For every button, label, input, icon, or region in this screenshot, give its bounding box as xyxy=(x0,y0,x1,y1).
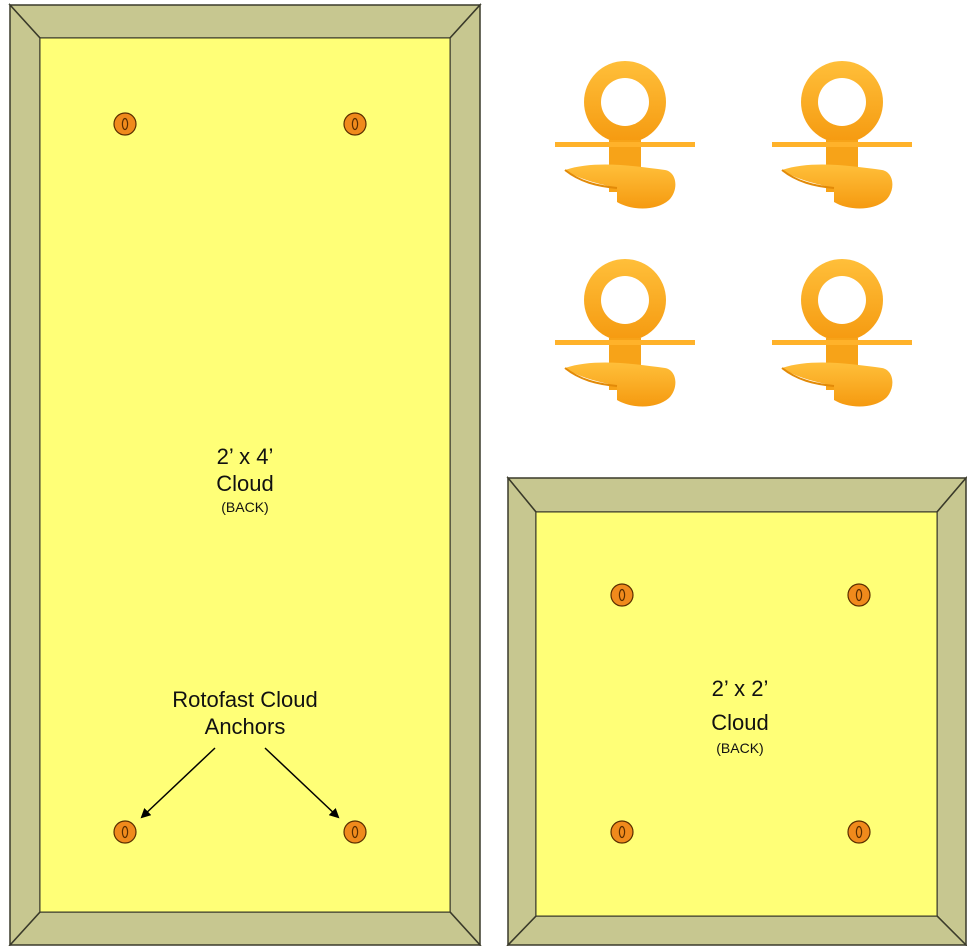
anchor-slot-icon xyxy=(113,820,137,844)
anchor-slot-icon xyxy=(343,820,367,844)
rotofast-anchor-icon xyxy=(554,258,696,408)
anchor-slot-icon xyxy=(343,112,367,136)
cloud-panel-2x2: 2’ x 2’ Cloud (BACK) xyxy=(500,470,967,946)
callout-line-1: Rotofast Cloud xyxy=(172,687,318,712)
rotofast-anchor-icon xyxy=(771,258,913,408)
callout-line-2: Anchors xyxy=(204,714,286,739)
callout-arrow-left xyxy=(140,747,216,819)
rotofast-anchor-icon xyxy=(771,60,913,210)
panel-2x2-side-label: (BACK) xyxy=(716,740,764,756)
rotofast-anchor-photo xyxy=(520,20,967,440)
panel-2x2-frame xyxy=(506,475,967,946)
cloud-panel-2x4: 2’ x 4’ Cloud (BACK) Rotofast Cloud Anch… xyxy=(8,3,482,946)
anchor-slot-icon xyxy=(610,820,634,844)
anchor-slot-icon xyxy=(847,820,871,844)
anchor-slot-icon xyxy=(847,583,871,607)
panel-2x2-name-label: Cloud xyxy=(711,710,769,735)
anchor-slot-icon xyxy=(113,112,137,136)
panel-2x4-side-label: (BACK) xyxy=(221,499,269,515)
rotofast-anchor-icon xyxy=(554,60,696,210)
callout-arrow-right xyxy=(264,747,340,819)
panel-2x2-size-label: 2’ x 2’ xyxy=(711,676,769,701)
panel-2x4-name-label: Cloud xyxy=(216,471,274,496)
anchor-slot-icon xyxy=(610,583,634,607)
panel-2x4-size-label: 2’ x 4’ xyxy=(216,444,274,469)
panel-2x4-frame xyxy=(8,3,482,946)
